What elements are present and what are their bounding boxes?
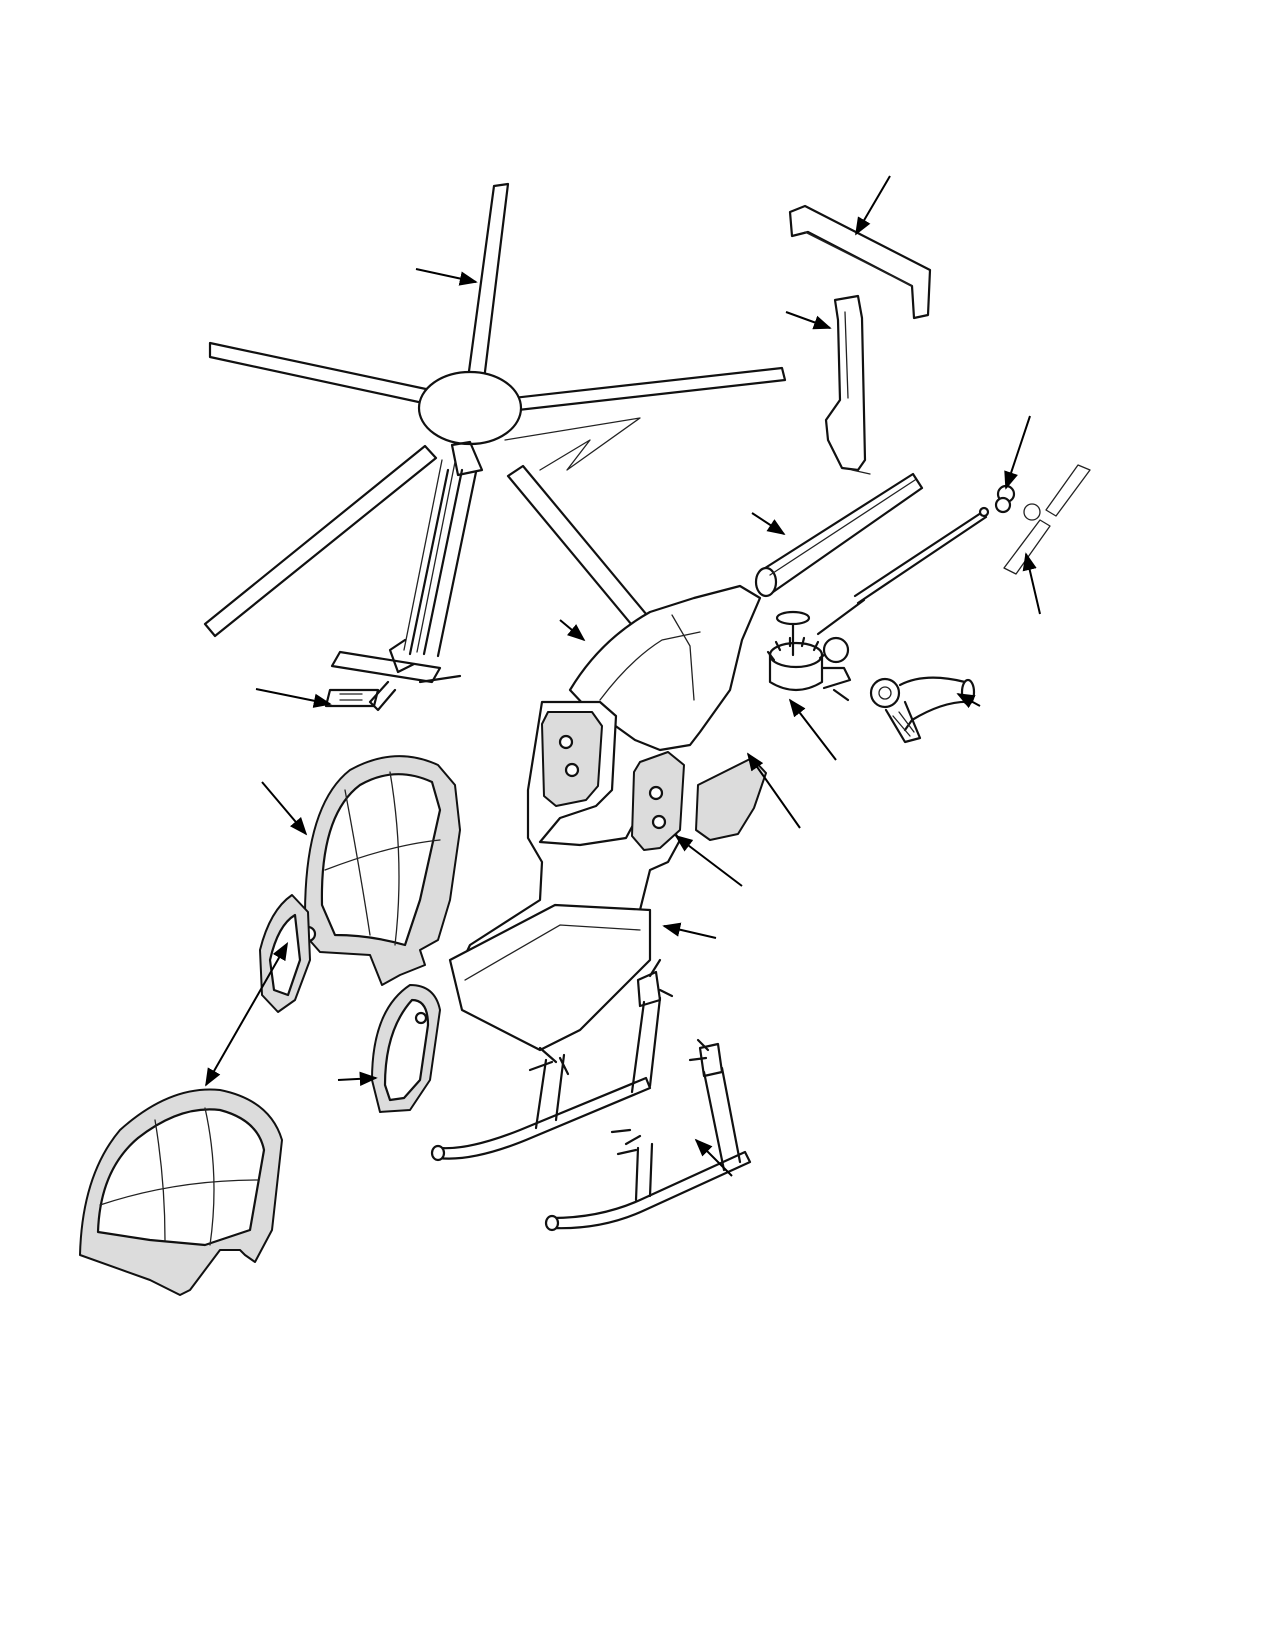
callout-fuselage-door xyxy=(674,834,743,887)
tail-rotor-gearbox xyxy=(994,484,1016,514)
callout-cabin-structure xyxy=(662,922,717,939)
door-panel-side xyxy=(371,984,441,1113)
canopy-removal-arrow xyxy=(205,941,289,1087)
rotor-mast-and-controls xyxy=(324,440,484,712)
fuselage-door-right xyxy=(631,751,685,851)
callout-engine-fairing xyxy=(559,619,586,642)
callout-aft-fairing xyxy=(746,752,801,829)
callout-swashplate xyxy=(255,688,332,708)
callout-vertical-stabilizer xyxy=(785,311,832,330)
engine xyxy=(869,676,976,744)
canopy-installed xyxy=(299,755,461,986)
callout-tail-rotor-blades xyxy=(1022,552,1041,615)
tail-rotor-blades xyxy=(1003,464,1091,575)
landing-gear-right xyxy=(544,1038,752,1232)
landing-gear-left xyxy=(430,958,674,1162)
canopy-removed xyxy=(79,1088,283,1296)
callout-engine xyxy=(956,693,981,709)
callout-tail-rotor-gearbox xyxy=(1004,415,1031,490)
callout-door-panel xyxy=(337,1071,378,1087)
tail-boom xyxy=(754,472,924,598)
callout-main-rotor-blade xyxy=(415,268,478,286)
horizontal-stabilizer xyxy=(788,204,932,320)
vertical-stabilizer xyxy=(824,294,871,475)
cabin-floor xyxy=(448,903,652,1052)
fuselage-door-left xyxy=(541,711,603,807)
callout-canopy xyxy=(261,781,308,836)
callout-main-transmission xyxy=(788,698,837,761)
callout-landing-gear xyxy=(694,1138,733,1177)
callout-tail-boom xyxy=(751,512,786,535)
aft-fairing-panel xyxy=(695,757,767,841)
callout-horizontal-stabilizer xyxy=(855,175,891,236)
engine-fairing xyxy=(568,584,762,752)
tail-rotor-driveshaft xyxy=(816,506,990,636)
main-transmission xyxy=(766,610,852,702)
rotor-hub-cap xyxy=(417,370,523,446)
door-panel-front xyxy=(259,894,311,1013)
fuselage-structure xyxy=(448,700,685,1052)
callout-leaders xyxy=(255,175,1041,1177)
